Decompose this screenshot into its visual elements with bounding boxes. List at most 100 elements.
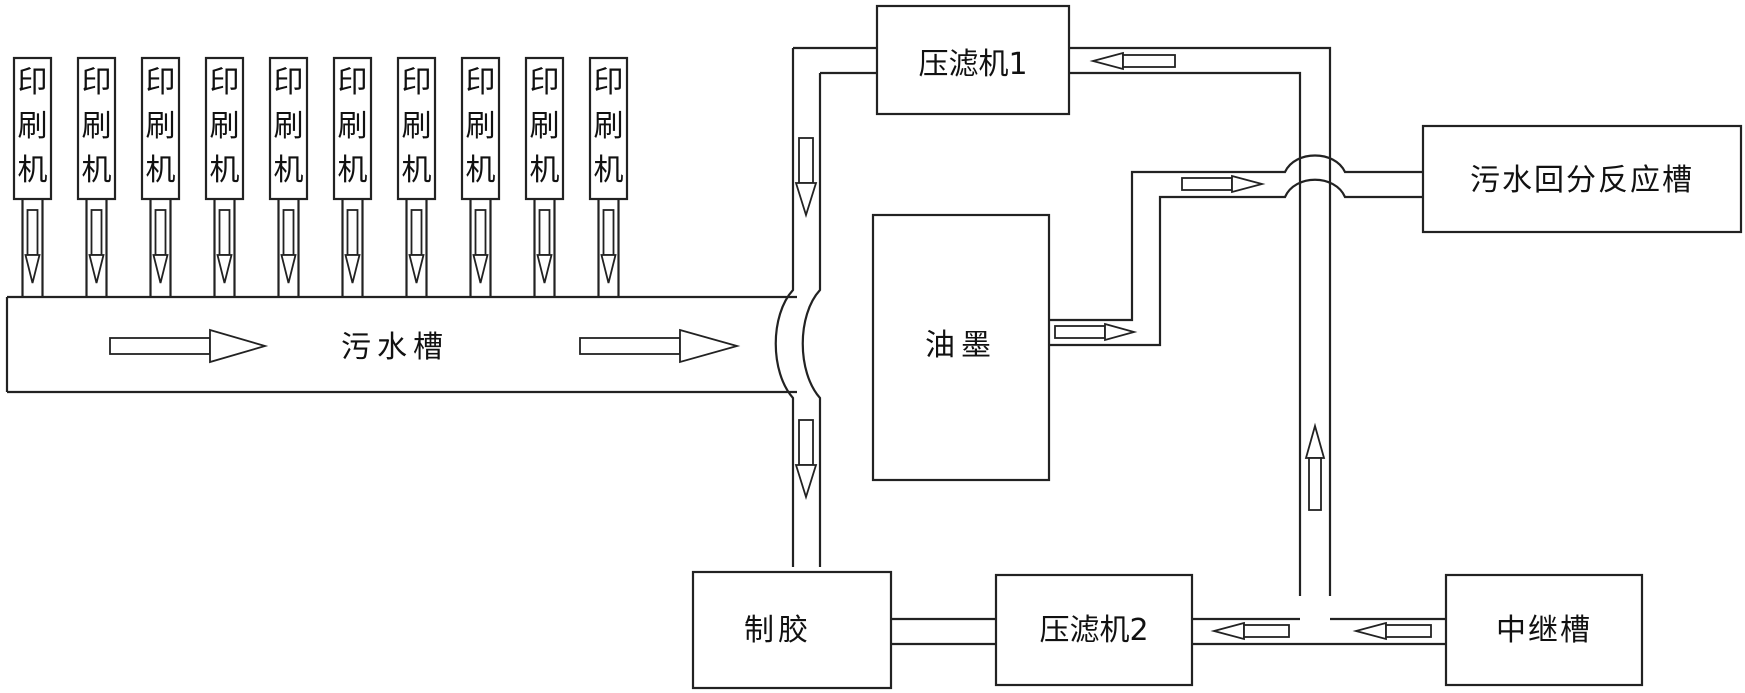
printer-unit: 印刷机: [396, 56, 437, 297]
printer-unit: 印刷机: [76, 56, 117, 297]
printer-label: 刷: [466, 109, 496, 144]
printer-flow-arrowhead: [472, 254, 489, 284]
printer-flow-arrow: [474, 209, 487, 256]
printer-flow-arrow: [538, 209, 551, 256]
top-pipe: [1069, 46, 1332, 138]
reaction-tank-box: [1421, 124, 1743, 234]
printer-label: 印: [18, 65, 48, 100]
right-vertical-pipe: [1298, 138, 1332, 596]
printer-label: 刷: [18, 109, 48, 144]
ink-to-reaction-pipe: [1049, 154, 1423, 347]
printer-label: 印: [146, 65, 176, 100]
printer-label: 印: [466, 65, 496, 100]
printer-flow-arrowhead: [24, 254, 41, 284]
printer-label: 机: [146, 153, 176, 188]
printer-flow-arrowhead: [600, 254, 617, 284]
printer-flow-arrow: [218, 209, 231, 256]
printer-box: [332, 56, 373, 201]
printer-label: 刷: [146, 109, 176, 144]
relay-tank-label: 中继槽: [1496, 613, 1592, 648]
flow-arrow-tank-1: [109, 328, 269, 364]
printer-label: 印: [530, 65, 560, 100]
printer-label: 机: [402, 153, 432, 188]
flow-arrow-down-lower: [794, 419, 818, 501]
printer-unit: 印刷机: [332, 56, 373, 297]
ink-label: 油墨: [925, 328, 997, 363]
sewage-tank: 污水槽: [5, 295, 797, 394]
printer-flow-arrowhead: [216, 254, 233, 284]
printer-label: 机: [338, 153, 368, 188]
printer-label: 刷: [210, 109, 240, 144]
flow-arrow-left-top: [1089, 51, 1176, 71]
printer-unit: 印刷机: [204, 56, 245, 297]
printer-label: 刷: [402, 109, 432, 144]
printer-flow-arrowhead: [280, 254, 297, 284]
printer-flow-arrow: [154, 209, 167, 256]
left-vertical-pipe: [774, 46, 877, 567]
printer-flow-arrow: [602, 209, 615, 256]
flow-arrow-down-upper: [794, 137, 818, 219]
printer-flow-arrowhead: [88, 254, 105, 284]
printer-flow-arrow: [282, 209, 295, 256]
printer-unit: 印刷机: [588, 56, 629, 297]
relay-tank-box: [1444, 573, 1644, 687]
flow-arrow-left-bottom-1: [1210, 621, 1290, 641]
glue-making-label: 制胶: [744, 613, 812, 648]
flow-arrow-left-bottom-2: [1352, 621, 1432, 641]
printer-flow-arrow: [346, 209, 359, 256]
printer-flow-arrowhead: [408, 254, 425, 284]
printer-box: [396, 56, 437, 201]
printer-box: [460, 56, 501, 201]
printer-box: [140, 56, 181, 201]
flow-arrow-tank-2: [579, 328, 741, 364]
printer-box: [588, 56, 629, 201]
printer-label: 印: [82, 65, 112, 100]
printer-box: [524, 56, 565, 201]
flow-arrow-to-reaction: [1181, 174, 1266, 194]
printer-label: 刷: [274, 109, 304, 144]
printer-flow-arrow: [90, 209, 103, 256]
printer-label: 印: [594, 65, 624, 100]
sewage-tank-label: 污水槽: [341, 330, 449, 365]
printer-label: 机: [210, 153, 240, 188]
printer-label: 刷: [338, 109, 368, 144]
printer-unit: 印刷机: [268, 56, 309, 297]
relay-to-press2-pipe: [1192, 617, 1446, 646]
printer-label: 刷: [530, 109, 560, 144]
printer-box: [12, 56, 53, 201]
printer-flow-arrow: [26, 209, 39, 256]
printer-flow-arrowhead: [344, 254, 361, 284]
printer-label: 印: [338, 65, 368, 100]
printer-label: 印: [402, 65, 432, 100]
printer-unit: 印刷机: [12, 56, 53, 297]
printer-box: [76, 56, 117, 201]
flow-arrow-up-right: [1304, 422, 1326, 511]
glue-to-press2-pipe: [891, 617, 996, 646]
glue-making-box: [691, 570, 893, 690]
printer-label: 印: [210, 65, 240, 100]
printer-label: 机: [18, 153, 48, 188]
printer-label: 印: [274, 65, 304, 100]
filter-press-1-label: 压滤机1: [918, 47, 1027, 82]
filter-press-1-box: [875, 4, 1071, 116]
printer-unit: 印刷机: [460, 56, 501, 297]
printer-flow-arrow: [410, 209, 423, 256]
printer-label: 机: [594, 153, 624, 188]
ink-box: [871, 213, 1051, 482]
flow-arrow-ink-out: [1054, 322, 1138, 342]
printer-label: 刷: [594, 109, 624, 144]
printer-box: [268, 56, 309, 201]
filter-press-2-label: 压滤机2: [1039, 613, 1148, 648]
printer-label: 机: [530, 153, 560, 188]
printer-label: 机: [466, 153, 496, 188]
printer-label: 刷: [82, 109, 112, 144]
printer-label: 机: [274, 153, 304, 188]
printer-flow-arrowhead: [152, 254, 169, 284]
filter-press-2-box: [994, 573, 1194, 687]
printer-flow-arrowhead: [536, 254, 553, 284]
reaction-tank-label: 污水回分反应槽: [1470, 163, 1694, 198]
printer-box: [204, 56, 245, 201]
printer-unit: 印刷机: [524, 56, 565, 297]
